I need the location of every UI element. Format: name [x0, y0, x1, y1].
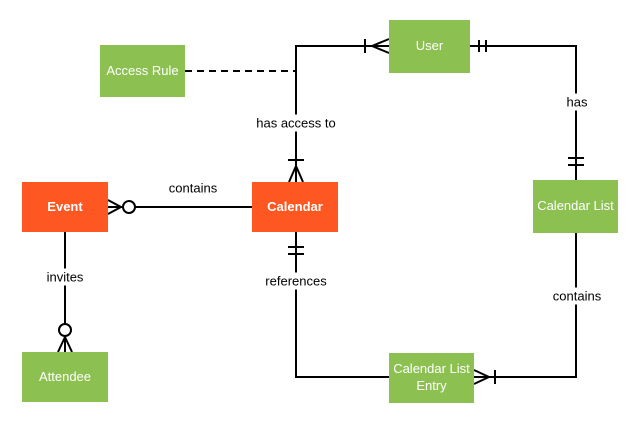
one-and-only-one-icon: [288, 246, 304, 255]
entity-calendar[interactable]: Calendar: [252, 182, 338, 232]
entity-event[interactable]: Event: [22, 182, 108, 232]
relationship-label-contains-events: contains: [163, 179, 223, 197]
edge-user-has-access-to-calendar: [288, 38, 390, 183]
edge-calendar-list-contains-entry: [473, 233, 577, 385]
one-and-only-one-icon: [568, 157, 584, 166]
edge-event-invites-attendee: [57, 232, 73, 353]
zero-circle-icon: [58, 323, 72, 337]
edge-user-has-calendar-list: [470, 40, 584, 180]
relationship-label-has-access-to: has access to: [251, 114, 341, 132]
crow-foot-icon: [371, 38, 390, 54]
edge-line: [470, 45, 577, 180]
edge-calendar-contains-event: [107, 199, 252, 215]
entity-calendar-list[interactable]: Calendar List: [533, 180, 618, 233]
relationship-label-references: references: [260, 272, 332, 290]
entity-access-rule[interactable]: Access Rule: [100, 45, 185, 97]
crow-foot-icon: [57, 336, 73, 353]
edge-line: [474, 233, 577, 378]
entity-attendee[interactable]: Attendee: [22, 352, 108, 402]
zero-circle-icon: [122, 200, 136, 214]
crow-foot-icon: [288, 165, 304, 183]
entity-user[interactable]: User: [389, 20, 470, 73]
relationship-label-has: has: [561, 93, 593, 111]
entity-calendar-list-entry[interactable]: Calendar List Entry: [389, 353, 474, 403]
edge-calendar-references-entry: [288, 232, 389, 378]
crow-foot-icon: [473, 369, 490, 385]
relationship-label-contains-entries: contains: [547, 287, 607, 305]
relationship-label-invites: invites: [41, 268, 89, 286]
edge-line: [295, 232, 389, 378]
crow-foot-icon: [107, 199, 122, 215]
edge-line: [295, 45, 389, 182]
one-and-only-one-icon: [478, 40, 487, 52]
